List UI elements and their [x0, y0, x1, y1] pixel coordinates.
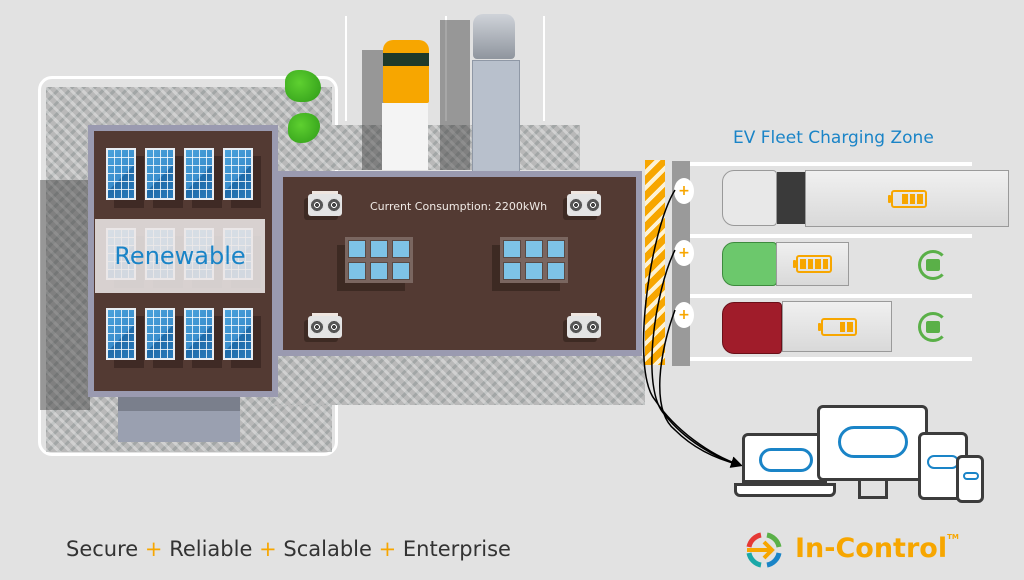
battery-body [820, 317, 857, 336]
hvac-fan-icon [567, 313, 601, 338]
school-bus [383, 40, 429, 103]
vehicle-red-truck [782, 301, 892, 352]
consumption-readout: Current Consumption: 2200kWh [370, 200, 548, 213]
renewable-banner: Renewable [95, 219, 265, 293]
battery-bar [909, 193, 915, 204]
charger-plug-icon[interactable]: + [674, 302, 694, 328]
trademark: TM [947, 533, 959, 541]
battery-terminal [817, 322, 821, 331]
solar-panel [145, 148, 175, 200]
smartphone-device[interactable] [956, 455, 984, 503]
data-connection-arrows [642, 189, 743, 468]
battery-bar [895, 194, 901, 204]
tree-icon [285, 70, 321, 102]
desktop-monitor-device[interactable] [817, 405, 928, 481]
tagline-word: Secure [66, 537, 139, 561]
paved-area-top [330, 125, 580, 170]
renewable-label: Renewable [114, 242, 246, 270]
hvac-fan-icon [308, 191, 342, 216]
battery-bar [832, 322, 838, 332]
plus-separator: + [144, 537, 163, 561]
vehicle-green-truck [776, 242, 849, 286]
paved-area-bottom [270, 355, 645, 405]
top-truck-cab [473, 14, 515, 59]
bus-trailer [382, 103, 428, 170]
battery-icon [793, 255, 832, 273]
cloud-icon [927, 455, 959, 469]
building-shadow [40, 180, 90, 410]
parking-line [543, 16, 545, 121]
parking-line [345, 16, 347, 121]
lane-line [690, 357, 972, 361]
battery-bar [839, 321, 845, 332]
charging-zone-title: EV Fleet Charging Zone [733, 128, 934, 148]
in-control-logo-icon [746, 532, 782, 568]
plus-separator: + [378, 537, 397, 561]
laptop-device[interactable] [742, 433, 827, 483]
solar-panels-top [106, 148, 253, 200]
battery-bar [902, 193, 908, 204]
ev-charging-icon [918, 250, 948, 280]
building-base [118, 397, 240, 442]
skylight [500, 237, 568, 283]
charger-plug-icon[interactable]: + [674, 178, 694, 204]
ev-charging-icon [918, 312, 948, 342]
bus-window [383, 53, 429, 66]
battery-terminal [887, 194, 891, 203]
semi-truck-coupling [777, 172, 805, 224]
charger-plug-icon[interactable]: + [674, 240, 694, 266]
semi-truck-cab [722, 170, 777, 226]
lane-line [690, 162, 972, 166]
laptop-base [734, 483, 836, 497]
solar-panel [184, 148, 214, 200]
lane-line [690, 234, 972, 238]
top-truck-trailer [472, 60, 520, 172]
connection-line [651, 249, 741, 466]
hvac-fan-icon [567, 191, 601, 216]
connection-line [642, 189, 743, 468]
solar-panel [223, 308, 253, 360]
monitor-stand [858, 481, 888, 499]
tagline: Secure + Reliable + Scalable + Enterpris… [66, 537, 511, 561]
cloud-icon [838, 426, 908, 458]
tagline-word: Enterprise [402, 537, 511, 561]
battery-body [890, 189, 927, 208]
battery-bar [822, 259, 828, 269]
vehicle-semi-truck [805, 170, 1009, 227]
battery-bar [800, 259, 806, 269]
cloud-icon [963, 472, 979, 480]
hazard-stripe [645, 160, 665, 365]
battery-bar [847, 321, 853, 332]
battery-terminal [793, 260, 796, 268]
solar-panel [106, 308, 136, 360]
solar-panels-bottom [106, 308, 253, 360]
plus-separator: + [259, 537, 277, 561]
battery-bar [917, 193, 923, 204]
solar-panel [223, 148, 253, 200]
brand-name: In-ControlTM [795, 533, 959, 564]
tagline-word: Reliable [169, 537, 253, 561]
brand-text: In-Control [795, 533, 948, 564]
battery-bar [807, 259, 813, 269]
cloud-icon [759, 448, 813, 472]
parking-line [445, 16, 447, 121]
red-truck-cab [722, 302, 782, 354]
battery-bar [815, 259, 821, 269]
battery-bar [825, 322, 831, 332]
battery-icon [887, 189, 927, 208]
lane-line [690, 294, 972, 298]
skylight [345, 237, 413, 283]
solar-panel [106, 148, 136, 200]
connection-line [659, 309, 741, 466]
battery-body [796, 255, 832, 273]
truck-shadow [440, 20, 470, 170]
solar-panel [145, 308, 175, 360]
solar-panel [184, 308, 214, 360]
hvac-fan-icon [308, 313, 342, 338]
battery-icon [817, 317, 857, 336]
tagline-word: Scalable [283, 537, 372, 561]
